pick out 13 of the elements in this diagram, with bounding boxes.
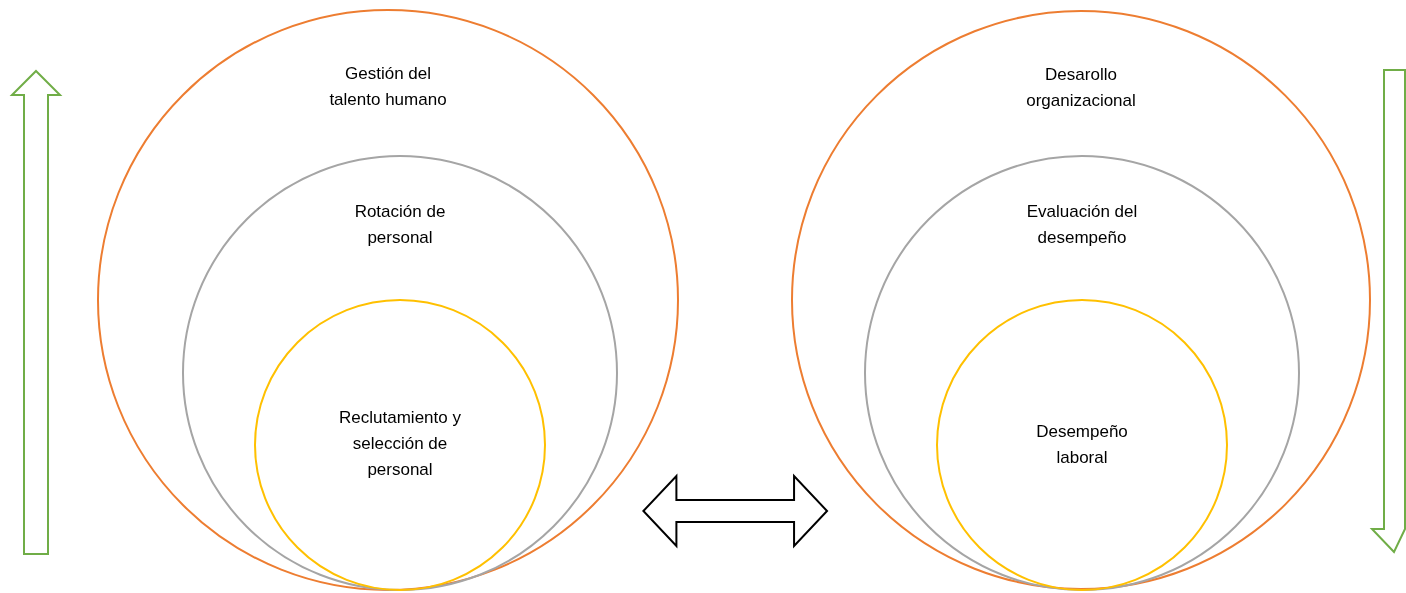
circle <box>864 155 1300 591</box>
circle-label: Rotación de personal <box>353 201 447 249</box>
circle <box>936 299 1228 591</box>
circle-label: Desarollo organizacional <box>1025 64 1137 112</box>
circle <box>182 155 618 591</box>
circle-label: Reclutamiento y selección de personal <box>338 407 462 481</box>
circle-label: Evaluación del desempeño <box>1025 201 1139 249</box>
circle <box>791 10 1371 590</box>
circle-label: Desempeño laboral <box>1035 421 1129 469</box>
double-arrow <box>642 473 829 549</box>
circle-label: Gestión del talento humano <box>328 63 448 111</box>
circle <box>97 9 679 591</box>
circle <box>254 299 546 591</box>
